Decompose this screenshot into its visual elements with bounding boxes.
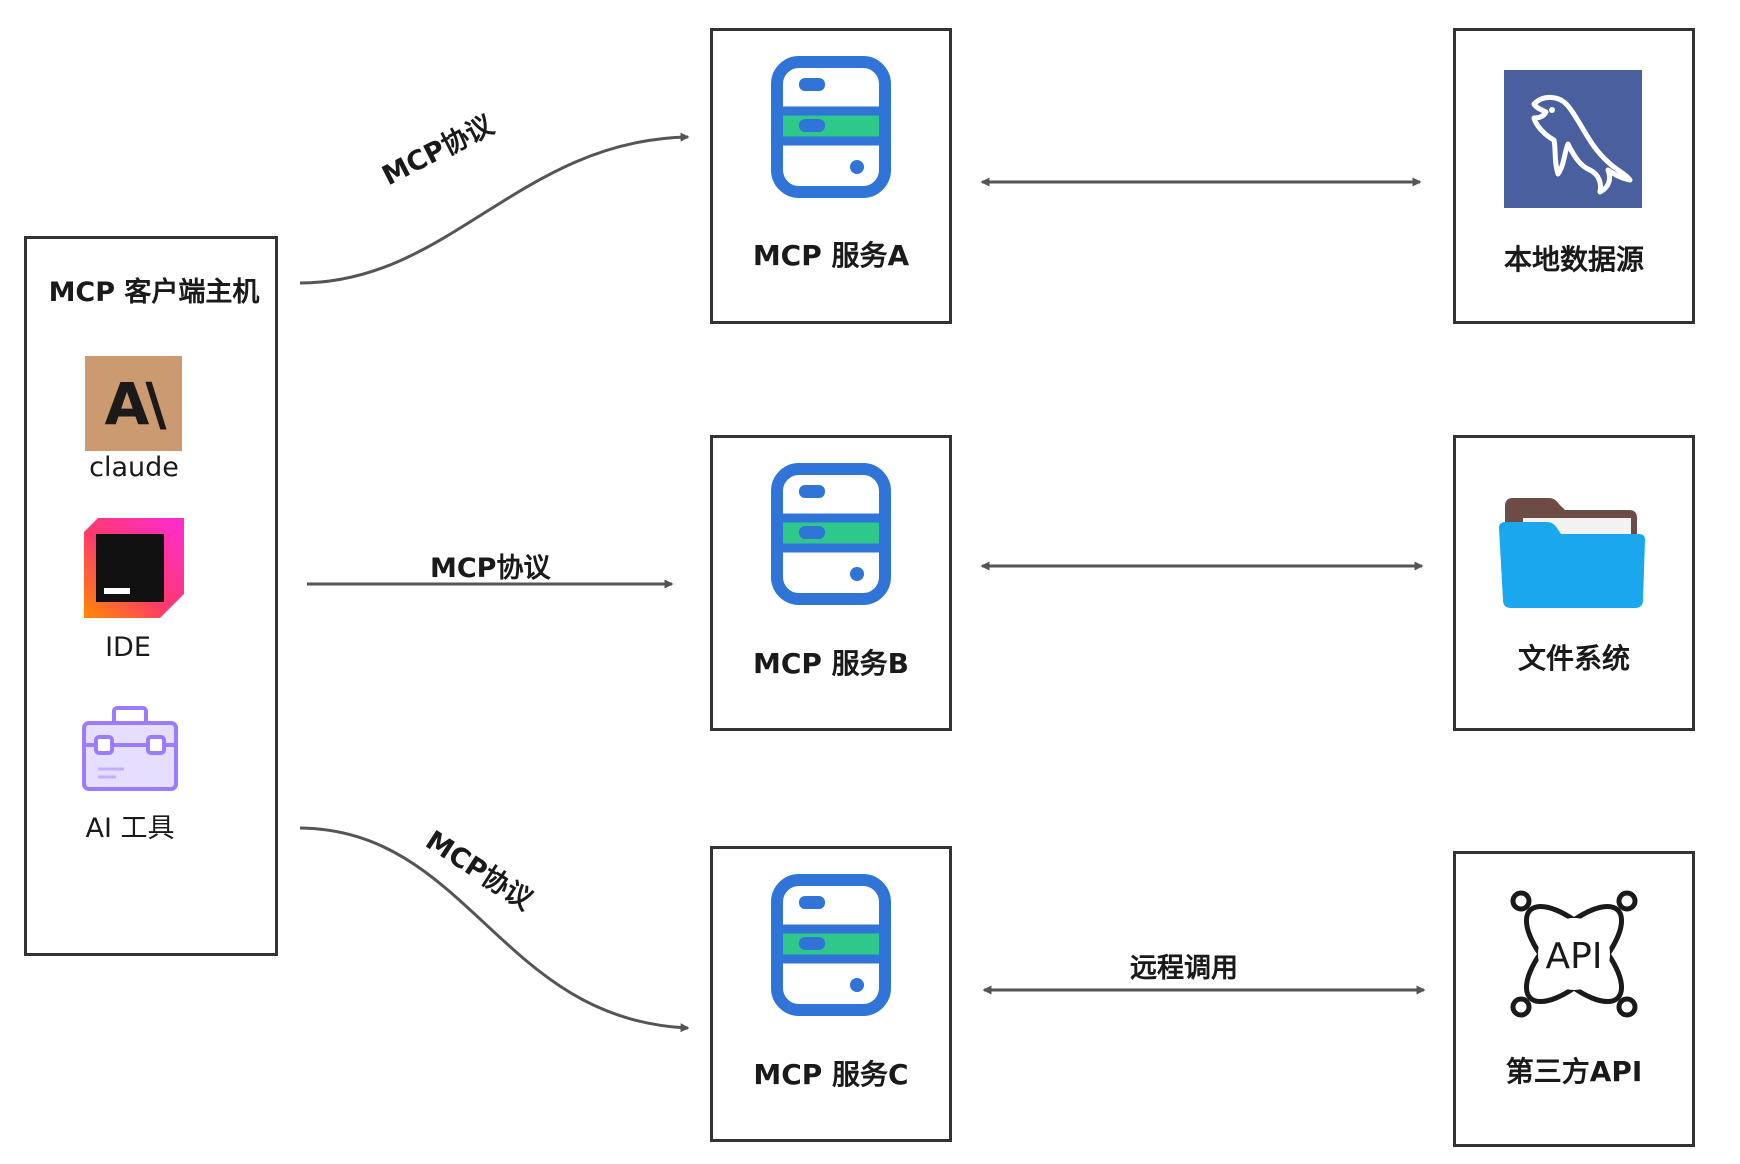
server-icon (771, 874, 891, 1016)
toolbox-icon (82, 706, 178, 791)
source-label-api: 第三方API (1505, 1055, 1643, 1088)
server-label-b: MCP 服务B (752, 647, 910, 680)
claude-logo-icon: A\ (85, 356, 182, 451)
ide-logo-icon (84, 518, 184, 618)
claude-logo-glyph: A\ (104, 369, 166, 438)
client-label-claude: claude (89, 452, 179, 483)
client-label-ide: IDE (105, 632, 151, 663)
remote-call-label: 远程调用 (1130, 953, 1238, 984)
server-icon (771, 56, 891, 198)
server-icon (771, 463, 891, 605)
client-label-ai-tool: AI 工具 (85, 813, 175, 844)
server-box-c (710, 846, 952, 1142)
protocol-arrow-a (299, 132, 690, 285)
folder-icon (1499, 498, 1645, 608)
client-host-title: MCP 客户端主机 (48, 277, 260, 308)
server-label-a: MCP 服务A (752, 239, 910, 272)
source-box-api (1453, 851, 1695, 1147)
server-box-a (710, 28, 952, 324)
server-label-c: MCP 服务C (753, 1058, 909, 1091)
server-box-b (710, 435, 952, 731)
api-icon-text: API (1545, 936, 1603, 977)
protocol-label-b: MCP协议 (430, 553, 551, 584)
api-icon (1510, 890, 1638, 1018)
source-label-local-data: 本地数据源 (1503, 243, 1644, 276)
protocol-arrow-c (299, 826, 690, 1033)
mysql-dolphin-icon (1504, 70, 1642, 208)
source-label-file-system: 文件系统 (1517, 642, 1630, 675)
